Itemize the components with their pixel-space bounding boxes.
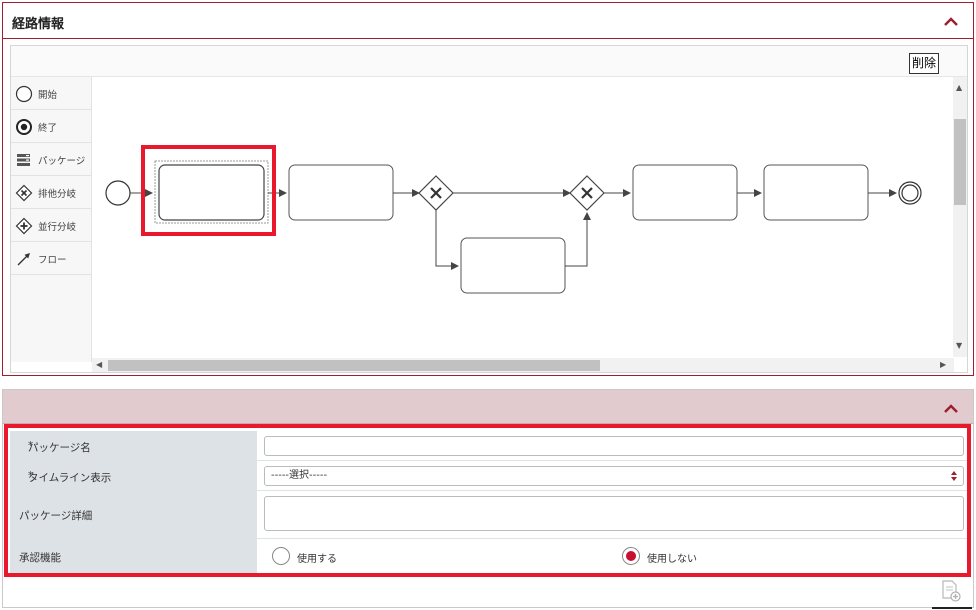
element-palette: 開始 終了 パッケージ 排他分岐 — [11, 77, 92, 362]
palette-item-start[interactable]: 開始 — [11, 77, 92, 110]
package-form-panel: パッケージ名 * タイムライン表示 * -----選択----- パッケージ詳細… — [2, 389, 974, 608]
palette-item-flow[interactable]: フロー — [11, 242, 92, 275]
form-row-approval: 承認機能 使用する 使用しない — [10, 539, 967, 574]
end-event[interactable] — [898, 181, 922, 205]
palette-item-label: 排他分岐 — [38, 189, 77, 200]
add-document-icon[interactable] — [940, 579, 962, 603]
palette-item-label: 終了 — [38, 123, 58, 134]
package-detail-textarea[interactable] — [264, 496, 964, 531]
scroll-up-icon[interactable]: ▲ — [956, 83, 963, 92]
parallel-gateway-icon — [15, 217, 33, 235]
editor-toolbar: 削除 — [11, 46, 967, 77]
package-form: パッケージ名 * タイムライン表示 * -----選択----- パッケージ詳細… — [10, 431, 967, 574]
diagram-canvas[interactable] — [93, 77, 953, 357]
vertical-scroll-thumb[interactable] — [954, 119, 966, 205]
select-value: -----選択----- — [271, 470, 328, 481]
route-info-header: 経路情報 — [3, 3, 973, 39]
scroll-right-icon[interactable]: ▶ — [940, 360, 947, 369]
start-event-icon — [15, 85, 33, 103]
scroll-down-icon[interactable]: ▼ — [956, 341, 963, 350]
palette-item-label: パッケージ — [38, 156, 86, 167]
palette-item-exclusive-gateway[interactable]: 排他分岐 — [11, 176, 92, 209]
palette-item-package[interactable]: パッケージ — [11, 143, 92, 176]
chevron-up-icon[interactable] — [943, 15, 959, 27]
package-node[interactable] — [763, 164, 869, 221]
package-node[interactable] — [460, 237, 566, 294]
chevron-up-icon[interactable] — [943, 402, 959, 414]
radio-label: 使用する — [297, 554, 337, 565]
palette-item-label: 並行分岐 — [38, 222, 77, 233]
exclusive-gateway-icon — [15, 184, 33, 202]
form-row-package-name: パッケージ名 * — [10, 431, 967, 461]
package-node[interactable] — [632, 164, 738, 221]
required-mark: * — [28, 440, 34, 452]
palette-item-label: 開始 — [38, 90, 58, 101]
palette-item-parallel-gateway[interactable]: 並行分岐 — [11, 209, 92, 242]
form-row-package-detail: パッケージ詳細 — [10, 491, 967, 539]
field-label: 承認機能 — [19, 552, 61, 564]
bpmn-editor: 削除 開始 終了 パッケージ — [10, 45, 968, 373]
palette-item-end[interactable]: 終了 — [11, 110, 92, 143]
divider — [932, 607, 972, 609]
required-mark: * — [28, 470, 34, 482]
scroll-left-icon[interactable]: ◀ — [96, 360, 103, 369]
form-row-timeline: タイムライン表示 * -----選択----- — [10, 461, 967, 491]
exclusive-gateway-node[interactable] — [569, 175, 605, 211]
route-info-panel: 経路情報 削除 開始 終了 パッケージ — [2, 2, 974, 376]
exclusive-gateway-node[interactable] — [418, 175, 454, 211]
horizontal-scrollbar[interactable]: ◀ ▶ — [92, 358, 954, 372]
select-arrows-icon — [951, 471, 957, 481]
palette-item-label: フロー — [38, 255, 67, 266]
timeline-select[interactable]: -----選択----- — [264, 466, 964, 486]
package-form-header — [3, 390, 973, 424]
flow-connector[interactable] — [435, 210, 459, 270]
route-info-title: 経路情報 — [12, 17, 65, 32]
package-icon — [17, 154, 30, 166]
approval-not-use-radio[interactable] — [622, 547, 640, 565]
package-node[interactable] — [288, 164, 394, 221]
horizontal-scroll-thumb[interactable] — [108, 360, 600, 371]
package-name-input[interactable] — [264, 436, 964, 456]
radio-label: 使用しない — [647, 554, 697, 565]
end-event-icon — [16, 119, 32, 135]
start-event[interactable] — [105, 180, 131, 206]
vertical-scrollbar[interactable]: ▲ ▼ — [953, 77, 967, 357]
approval-use-radio[interactable] — [272, 547, 290, 565]
flow-arrow-icon — [17, 253, 30, 266]
package-node-selected[interactable] — [154, 160, 269, 224]
delete-button[interactable]: 削除 — [908, 53, 939, 74]
flow-connector[interactable] — [565, 212, 591, 267]
field-label: パッケージ詳細 — [19, 510, 93, 522]
